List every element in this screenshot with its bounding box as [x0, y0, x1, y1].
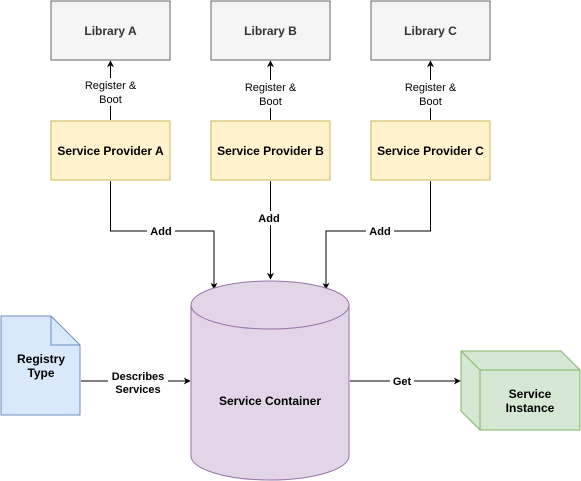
- service-instance-label-line2: Instance: [506, 401, 555, 415]
- edge-registry-to-container: Describes Services: [81, 369, 191, 396]
- edge-container-to-instance: Get: [350, 374, 461, 388]
- describes-services-label-line1: Describes: [112, 371, 165, 383]
- library-c-node[interactable]: Library C: [370, 0, 491, 61]
- register-boot-label-c-line2: Boot: [419, 96, 442, 108]
- library-c-label: Library C: [404, 24, 457, 38]
- registry-type-node[interactable]: Registry Type: [0, 315, 81, 416]
- library-a-label: Library A: [84, 24, 137, 38]
- get-label: Get: [393, 376, 412, 388]
- service-provider-b-node[interactable]: Service Provider B: [210, 120, 331, 181]
- register-boot-label-b-line2: Boot: [259, 96, 282, 108]
- edge-provider-c-to-library-c: Register & Boot: [400, 60, 461, 120]
- library-b-node[interactable]: Library B: [210, 0, 331, 61]
- register-boot-label-a-line2: Boot: [99, 94, 122, 106]
- register-boot-label-a-line1: Register &: [85, 80, 137, 92]
- edge-provider-c-to-container: Add: [322, 181, 431, 290]
- edge-provider-a-to-container: Add: [110, 181, 218, 290]
- service-container-label: Service Container: [219, 394, 321, 408]
- service-provider-c-node[interactable]: Service Provider C: [370, 120, 491, 181]
- add-label-b: Add: [258, 213, 279, 225]
- service-provider-c-label: Service Provider C: [377, 144, 484, 158]
- service-provider-b-label: Service Provider B: [217, 144, 324, 158]
- service-provider-a-label: Service Provider A: [57, 144, 164, 158]
- edge-provider-b-to-library-b: Register & Boot: [240, 60, 301, 120]
- service-instance-label-line1: Service: [509, 387, 552, 401]
- describes-services-label-line2: Services: [115, 384, 160, 396]
- service-provider-a-node[interactable]: Service Provider A: [50, 120, 171, 181]
- registry-type-label-line2: Type: [27, 366, 54, 380]
- add-label-a: Add: [150, 226, 171, 238]
- add-label-c: Add: [369, 226, 390, 238]
- service-container-node[interactable]: Service Container: [190, 280, 350, 481]
- library-a-node[interactable]: Library A: [50, 0, 171, 61]
- service-instance-node[interactable]: Service Instance: [460, 350, 581, 431]
- registry-type-label-line1: Registry: [17, 352, 65, 366]
- library-b-label: Library B: [244, 24, 297, 38]
- register-boot-label-c-line1: Register &: [405, 82, 457, 94]
- edge-provider-a-to-library-a: Register & Boot: [80, 60, 141, 120]
- register-boot-label-b-line1: Register &: [245, 82, 297, 94]
- edge-provider-b-to-container: Add: [256, 181, 285, 280]
